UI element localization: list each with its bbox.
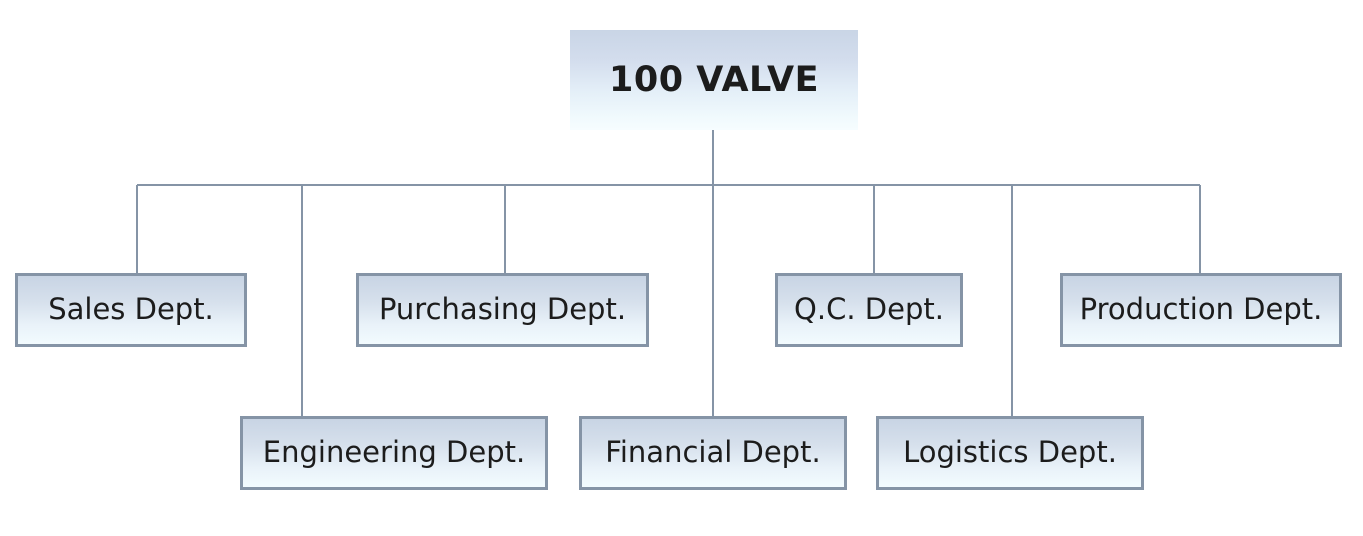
org-node-sales-label: Sales Dept.: [48, 292, 214, 327]
org-node-purchasing-label: Purchasing Dept.: [378, 292, 627, 327]
org-node-root[interactable]: 100 VALVE: [570, 30, 858, 130]
org-node-purchasing[interactable]: Purchasing Dept.: [356, 273, 649, 347]
org-node-logistics-label: Logistics Dept.: [903, 435, 1117, 470]
org-node-qc-label: Q.C. Dept.: [794, 292, 944, 327]
org-node-logistics[interactable]: Logistics Dept.: [876, 416, 1144, 490]
org-node-qc[interactable]: Q.C. Dept.: [775, 273, 963, 347]
org-node-engineering-label: Engineering Dept.: [262, 435, 526, 470]
org-node-financial[interactable]: Financial Dept.: [579, 416, 847, 490]
org-node-production[interactable]: Production Dept.: [1060, 273, 1342, 347]
org-node-sales[interactable]: Sales Dept.: [15, 273, 247, 347]
org-node-financial-label: Financial Dept.: [605, 435, 821, 470]
org-node-production-label: Production Dept.: [1079, 292, 1323, 327]
org-node-root-label: 100 VALVE: [608, 59, 820, 100]
org-node-engineering[interactable]: Engineering Dept.: [240, 416, 548, 490]
